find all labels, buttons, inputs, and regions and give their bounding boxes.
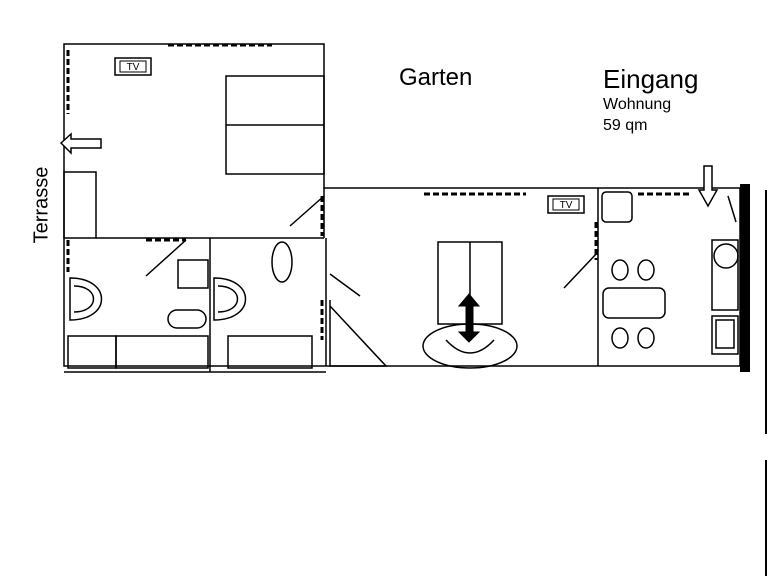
kitchen-counter — [601, 191, 633, 223]
tv-label: TV — [127, 62, 140, 73]
chair — [637, 259, 655, 281]
stove — [711, 315, 739, 355]
unit-label: Wohnung — [603, 96, 672, 113]
dining-table — [602, 287, 666, 319]
terrace-arrow-icon — [59, 132, 102, 155]
double-arrow-icon — [457, 293, 481, 343]
entrance-label: Eingang — [603, 64, 699, 94]
door — [727, 195, 737, 223]
chair — [611, 327, 629, 349]
fridge — [711, 239, 739, 311]
closet-triangle — [329, 300, 388, 367]
chair — [611, 259, 629, 281]
terrace-label: Terrasse — [30, 166, 53, 244]
toilet-1 — [167, 309, 207, 329]
chair — [637, 327, 655, 349]
sink-2 — [213, 277, 247, 321]
toilet-2 — [271, 241, 293, 283]
bathtub-1 — [67, 335, 117, 369]
door — [563, 251, 599, 289]
entrance-wall — [740, 184, 750, 372]
bath-cabinet-1 — [115, 335, 209, 369]
tv-icon: TV — [547, 195, 585, 214]
bath-cabinet-2 — [227, 335, 313, 369]
wardrobe — [63, 171, 97, 239]
entrance-arrow-icon — [697, 165, 719, 208]
door — [145, 239, 187, 277]
door — [289, 195, 325, 227]
door — [329, 273, 361, 297]
area-label: 59 qm — [603, 117, 648, 134]
garden-label: Garten — [399, 64, 473, 91]
tv-icon: TV — [114, 57, 152, 76]
bath-shelf-1 — [177, 259, 209, 289]
sink-1 — [69, 277, 103, 321]
tv-label: TV — [560, 200, 573, 211]
